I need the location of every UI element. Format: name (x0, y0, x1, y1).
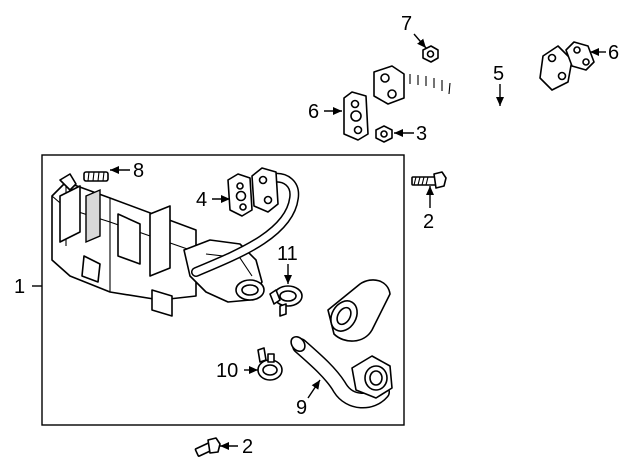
egr-tube (373, 45, 573, 118)
egr-cooler (51, 173, 265, 317)
nut-3 (375, 125, 393, 143)
cooler-outlet-tube (191, 167, 300, 277)
callout-10: 10 (216, 360, 238, 382)
clamp-11 (269, 285, 303, 317)
callout-7: 7 (401, 13, 412, 35)
clamp-10 (257, 347, 283, 381)
callout-1: 1 (14, 276, 25, 298)
leader-7 (413, 33, 427, 49)
gasket-4 (227, 173, 253, 217)
leader-9 (307, 379, 321, 399)
nut-7 (422, 45, 439, 63)
callout-11: 11 (277, 243, 298, 265)
callout-9: 9 (296, 397, 307, 419)
callout-6-right: 6 (608, 42, 619, 64)
callout-2-lower: 2 (242, 436, 253, 458)
callout-4: 4 (196, 189, 207, 211)
gasket-left (343, 91, 369, 141)
assembly-frame (41, 154, 405, 426)
callout-6-left: 6 (308, 101, 319, 123)
coolant-hose-upper (327, 279, 391, 342)
callout-2-upper: 2 (423, 211, 434, 233)
callout-5: 5 (493, 63, 504, 85)
callout-8: 8 (133, 160, 144, 182)
bolt-2-upper (411, 171, 447, 189)
callout-3: 3 (416, 123, 427, 145)
gasket-right (565, 41, 595, 71)
coolant-hose-9 (290, 335, 393, 409)
bolt-2-lower (194, 437, 221, 457)
stud-8 (83, 171, 109, 182)
